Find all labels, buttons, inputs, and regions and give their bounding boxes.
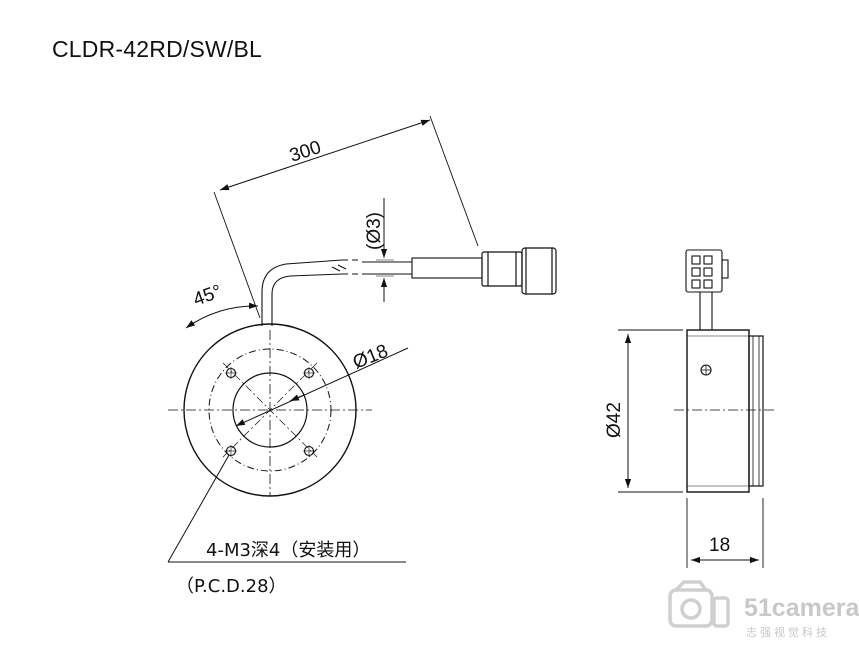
side-flange — [748, 335, 764, 487]
camera-icon — [668, 580, 730, 628]
mounting-hole — [225, 367, 237, 379]
cable — [261, 257, 483, 326]
mounting-hole — [225, 445, 237, 457]
hole-leader — [167, 454, 230, 563]
drawing-title: CLDR-42RD/SW/BL — [52, 36, 263, 62]
connector — [481, 247, 557, 295]
dim-d3-label: (Ø3) — [364, 212, 385, 250]
side-connector — [685, 249, 729, 293]
dim-angle-label: 45° — [191, 281, 225, 311]
watermark-subtitle: 志强视觉科技 — [746, 625, 830, 639]
side-body — [686, 329, 750, 493]
angle-arc — [185, 302, 259, 329]
dim-300-label: 300 — [287, 137, 324, 167]
dim-d18-label: Ø18 — [350, 341, 391, 374]
side-view — [618, 249, 776, 568]
dim-300-ext-right — [429, 115, 479, 247]
watermark-brand: 51camera — [744, 594, 859, 622]
pcd-note: （P.C.D.28） — [176, 576, 287, 597]
watermark-logo: 51camera 志强视觉科技 — [668, 580, 859, 639]
dim-18-label: 18 — [709, 535, 730, 556]
mounting-hole — [303, 367, 315, 379]
front-view — [167, 115, 557, 563]
dim-300-line — [219, 119, 431, 191]
mounting-hole — [303, 445, 315, 457]
dim-d18-leader — [235, 347, 409, 427]
dim-d42-label: Ø42 — [604, 402, 625, 438]
dim-300-ext-left — [213, 191, 261, 319]
mounting-hole-note: 4-M3深4（安装用） — [206, 540, 370, 561]
